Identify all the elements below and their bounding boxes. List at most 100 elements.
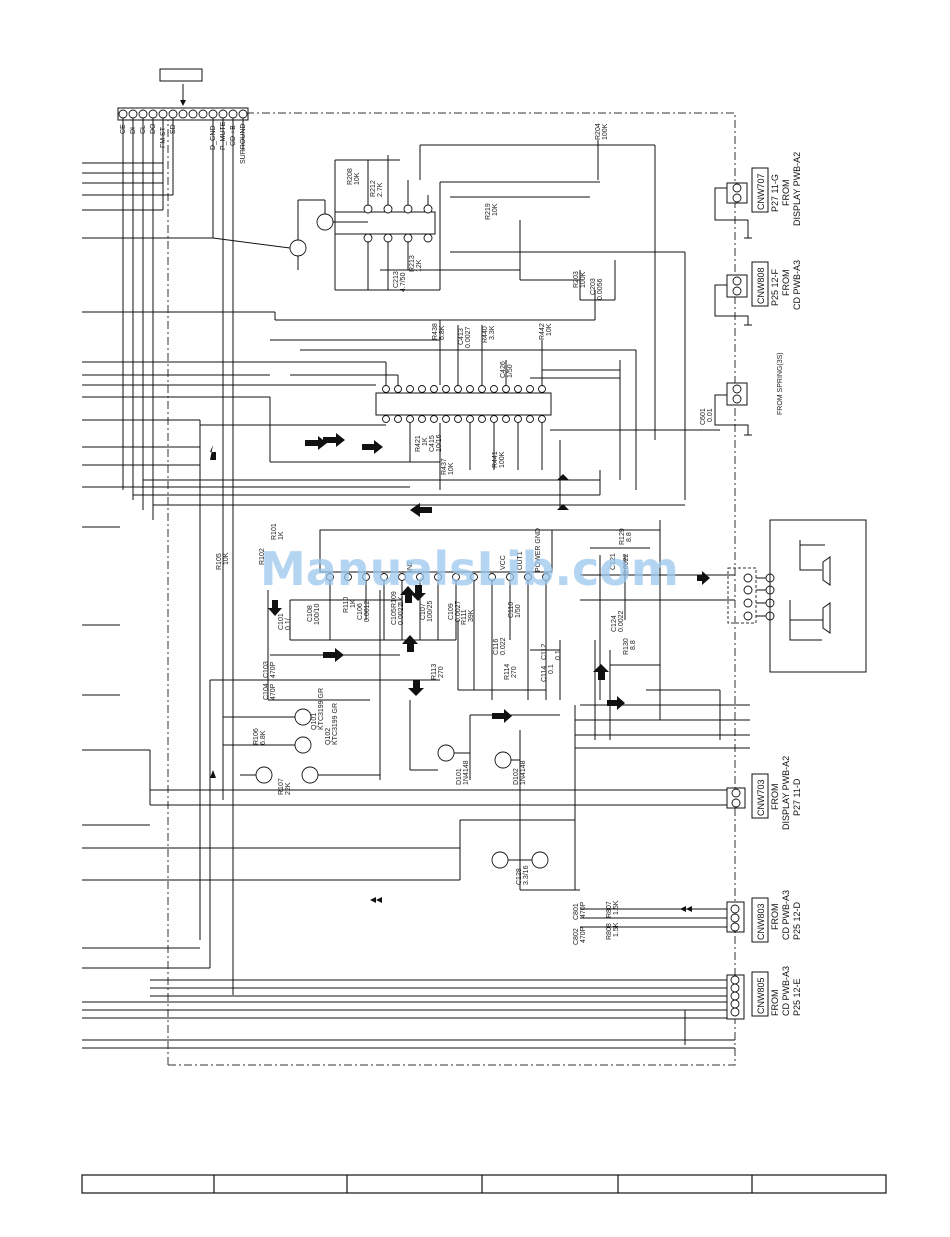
- label-c601-val: 0.01: [707, 408, 714, 422]
- label-c112: C112: [541, 644, 548, 660]
- label-r110: R110: [343, 597, 350, 613]
- label-c110-val: 1/50: [515, 604, 522, 618]
- ic-tuner: [123, 320, 720, 940]
- arrow-left-icon: [370, 897, 376, 903]
- label-r440: R440: [482, 326, 489, 343]
- label-c106-val: 0.0012: [364, 600, 371, 622]
- connector-cnw805-label: CNW805 FROM CD PWB-A3 P25 12-E: [751, 966, 802, 1017]
- label-d102: D102: [513, 768, 520, 785]
- label-r437: R437: [441, 458, 448, 475]
- label-r213: R213: [409, 255, 416, 272]
- lower-transistors: [149, 680, 735, 968]
- label-r107: R107: [278, 778, 285, 795]
- label-c116: C116: [493, 639, 500, 655]
- cnw803-line1: FROM: [770, 904, 780, 931]
- top-connector: [117, 107, 249, 121]
- label-r421: R421: [415, 435, 422, 452]
- label-r109: R109: [391, 591, 398, 608]
- arrow-right-icon: [362, 440, 383, 454]
- label-c203-val: 0.0056: [597, 278, 604, 300]
- label-c114: C114: [541, 666, 548, 682]
- label-r212-val: 2.7K: [377, 182, 384, 197]
- label-r208-val: 10K: [354, 172, 361, 185]
- label-r438-val: 6.8K: [439, 325, 446, 340]
- label-c110: C110: [508, 602, 515, 618]
- label-c107-val: 100/25: [427, 600, 434, 622]
- label-c203: C203: [590, 278, 597, 295]
- label-c103: C103: [263, 661, 270, 678]
- label-c601: C601: [700, 408, 707, 425]
- label-r442-val: 10K: [546, 323, 553, 336]
- label-c101-val: 0.1/: [285, 618, 292, 630]
- label-r109-val: 1K: [398, 596, 405, 605]
- label-c103-val: 470P: [270, 661, 277, 678]
- footer-table: [81, 1174, 887, 1194]
- ic1-pin-out1: OUT1: [517, 551, 524, 570]
- cnw808-ref: CNW808: [756, 267, 766, 304]
- top-label-box: [159, 68, 203, 82]
- ic1-pin-vcc: VCC: [500, 555, 507, 570]
- label-r107-val: 22K: [285, 782, 292, 795]
- label-r204-val: 100K: [602, 123, 609, 140]
- cnw805-line3: P25 12-E: [792, 978, 802, 1016]
- ic-power-amp: IN2 VCC OUT1 POWER GND: [210, 520, 750, 780]
- cnw805-line2: CD PWB-A3: [781, 966, 791, 1016]
- cnw703-line3: P27 11-D: [792, 778, 802, 816]
- label-c105: C105: [391, 608, 398, 625]
- label-c415-val: 10/16: [436, 434, 443, 452]
- watermark: ManualsLib.com: [260, 542, 679, 596]
- label-c109-val: 0.0027: [455, 600, 462, 622]
- label-r113: R113: [431, 664, 438, 680]
- label-c426: C426: [500, 361, 507, 378]
- arrow-up-icon: [400, 586, 416, 603]
- label-r129: R129: [619, 528, 626, 545]
- connector-cnw707-label: CNW707 P27 11-G FROM DISPLAY PWB-A2: [751, 152, 802, 226]
- label-c114-val: 0.1: [548, 664, 555, 674]
- label-r807-val: 1.5K: [613, 900, 620, 915]
- label-r102: R102: [259, 548, 266, 565]
- label-r212: R212: [370, 180, 377, 197]
- cnw707-ref: CNW707: [756, 173, 766, 210]
- label-r130-val: 8.8: [630, 640, 637, 650]
- label-r114-val: 270: [511, 666, 518, 678]
- cnw803-line3: P25 12-D: [792, 901, 802, 940]
- label-c101: C101: [278, 613, 285, 630]
- label-r204: R204: [595, 123, 602, 140]
- label-c121-val: 0.0022: [623, 553, 630, 575]
- label-c124-val: 0.0022: [618, 610, 625, 632]
- label-c116-val: 0.022: [500, 637, 507, 655]
- label-r105: R105: [216, 553, 223, 570]
- label-r129-val: 8.8: [626, 532, 633, 542]
- spring-label-text: FROM SPRING(3S): [777, 352, 784, 415]
- connector-cnw803-label: CNW803 FROM CD PWB-A3 P25 12-D: [751, 890, 802, 943]
- cnw703-line1: FROM: [770, 784, 780, 811]
- label-c121: C121: [610, 553, 617, 570]
- label-c112-val: 0.1: [555, 650, 562, 660]
- label-r440-val: 3.3K: [489, 325, 496, 340]
- cnw803-line2: CD PWB-A3: [781, 890, 791, 940]
- arrow-left-icon: [686, 906, 692, 912]
- cnw805-line1: FROM: [770, 990, 780, 1017]
- label-c801-val: 470P: [580, 901, 587, 918]
- cnw707-line2: FROM: [781, 180, 791, 207]
- label-r114: R114: [504, 664, 511, 680]
- arrow-right-icon: [607, 696, 625, 710]
- label-q101: Q101: [311, 713, 318, 730]
- label-c801: C801: [573, 903, 580, 920]
- label-c109: C109: [448, 603, 455, 620]
- arrow-down-icon: [410, 585, 426, 601]
- label-q101-val: KTC3199 GR: [318, 688, 325, 730]
- label-c802: C802: [573, 928, 580, 945]
- label-c128: C128: [516, 868, 523, 885]
- label-c213-val: 4.7/50: [400, 272, 407, 292]
- label-r421-val: 1K: [422, 437, 429, 446]
- label-r808-val: 1.5K: [613, 922, 620, 937]
- speaker-icon: [822, 556, 831, 586]
- label-c106: C106: [357, 603, 364, 620]
- arrow-up-icon: [402, 635, 418, 652]
- label-c107: C107: [420, 603, 427, 620]
- label-r111-val: 39K: [468, 609, 475, 622]
- cnw808-line3: CD PWB-A3: [792, 260, 802, 310]
- ic1-pin-power-gnd: POWER GND: [535, 528, 542, 572]
